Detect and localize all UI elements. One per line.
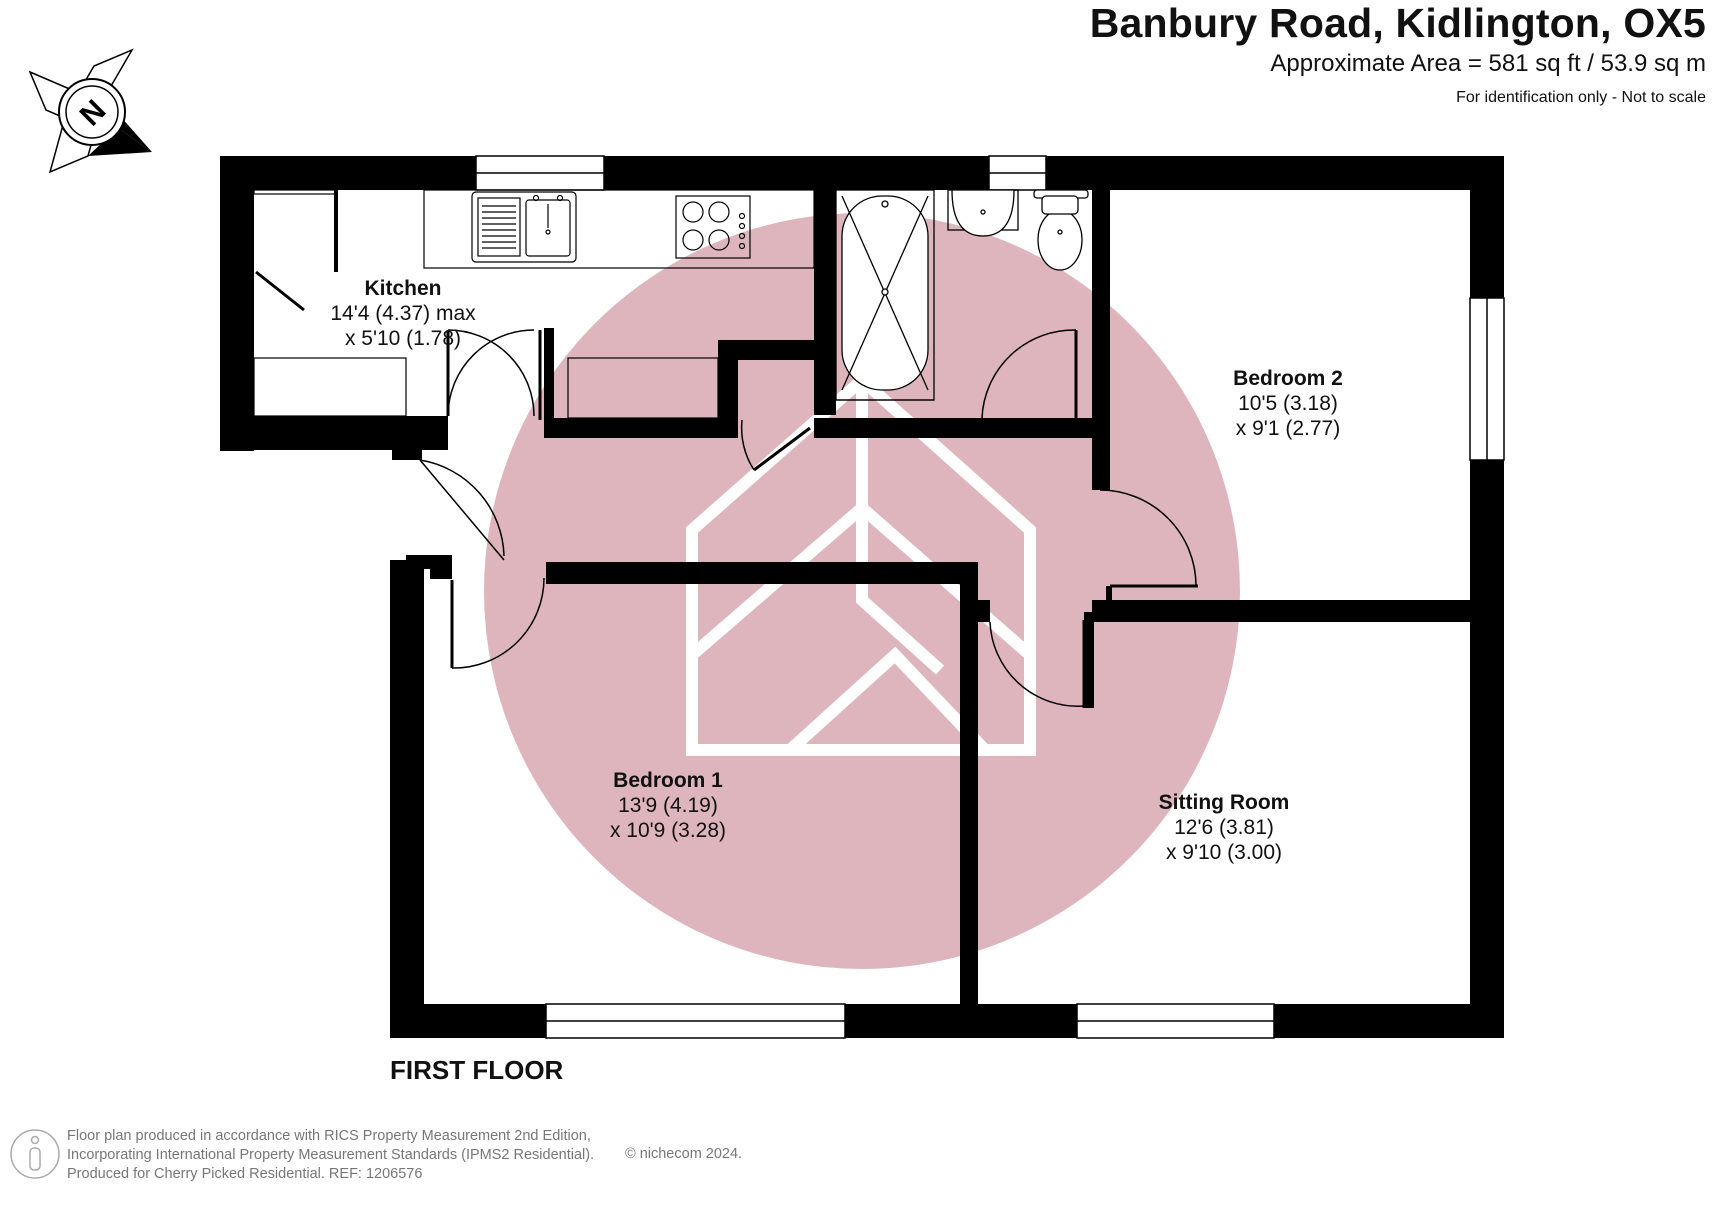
footer-line: Floor plan produced in accordance with R… <box>67 1128 591 1144</box>
footer-notes: Floor plan produced in accordance with R… <box>67 1127 594 1184</box>
room-dimension: x 10'9 (3.28) <box>609 819 727 842</box>
basin-icon <box>947 189 1019 237</box>
room-dimension: 12'6 (3.81) <box>1174 816 1274 839</box>
room-dimension: x 9'10 (3.00) <box>1165 841 1283 864</box>
footer-line: Incorporating International Property Mea… <box>67 1147 595 1163</box>
windows <box>475 155 1505 1039</box>
room-dimension: 14'4 (4.37) max <box>330 302 476 325</box>
hob-icon <box>675 195 751 259</box>
doors <box>255 270 1198 708</box>
room-label-bedroom2: Bedroom 2 10'5 (3.18) x 9'1 (2.77) <box>1233 366 1343 441</box>
toilet-icon <box>1033 189 1089 271</box>
watermark-logo <box>484 213 1240 969</box>
room-name: Sitting Room <box>1158 791 1290 814</box>
compass-north-icon: N <box>28 48 152 174</box>
room-dimension: x 5'10 (1.78) <box>344 327 462 350</box>
footer-line: Produced for Cherry Picked Residential. … <box>67 1166 423 1182</box>
page-title: Banbury Road, Kidlington, OX5 <box>1089 0 1706 46</box>
sink-icon <box>471 191 577 263</box>
room-label-bedroom1: Bedroom 1 13'9 (4.19) x 10'9 (3.28) <box>610 768 726 843</box>
copyright: © nichecom 2024. <box>625 1146 743 1162</box>
identification-note: For identification only - Not to scale <box>1456 89 1706 106</box>
room-dimension: 13'9 (4.19) <box>618 794 718 817</box>
bathroom-fittings <box>835 189 1089 401</box>
room-name: Kitchen <box>364 277 442 300</box>
approximate-area: Approximate Area = 581 sq ft / 53.9 sq m <box>1270 50 1706 77</box>
bath-icon <box>835 189 935 401</box>
info-person-icon <box>10 1129 60 1179</box>
kitchen-fittings <box>253 189 815 419</box>
walls <box>220 156 1504 1038</box>
room-label-sitting: Sitting Room 12'6 (3.81) x 9'10 (3.00) <box>1159 790 1290 865</box>
room-name: Bedroom 2 <box>1233 367 1343 390</box>
room-label-kitchen: Kitchen 14'4 (4.37) max x 5'10 (1.78) <box>330 276 475 351</box>
floor-label: FIRST FLOOR <box>390 1055 564 1085</box>
room-dimension: x 9'1 (2.77) <box>1235 417 1341 440</box>
room-dimension: 10'5 (3.18) <box>1238 392 1338 415</box>
room-name: Bedroom 1 <box>613 769 723 792</box>
